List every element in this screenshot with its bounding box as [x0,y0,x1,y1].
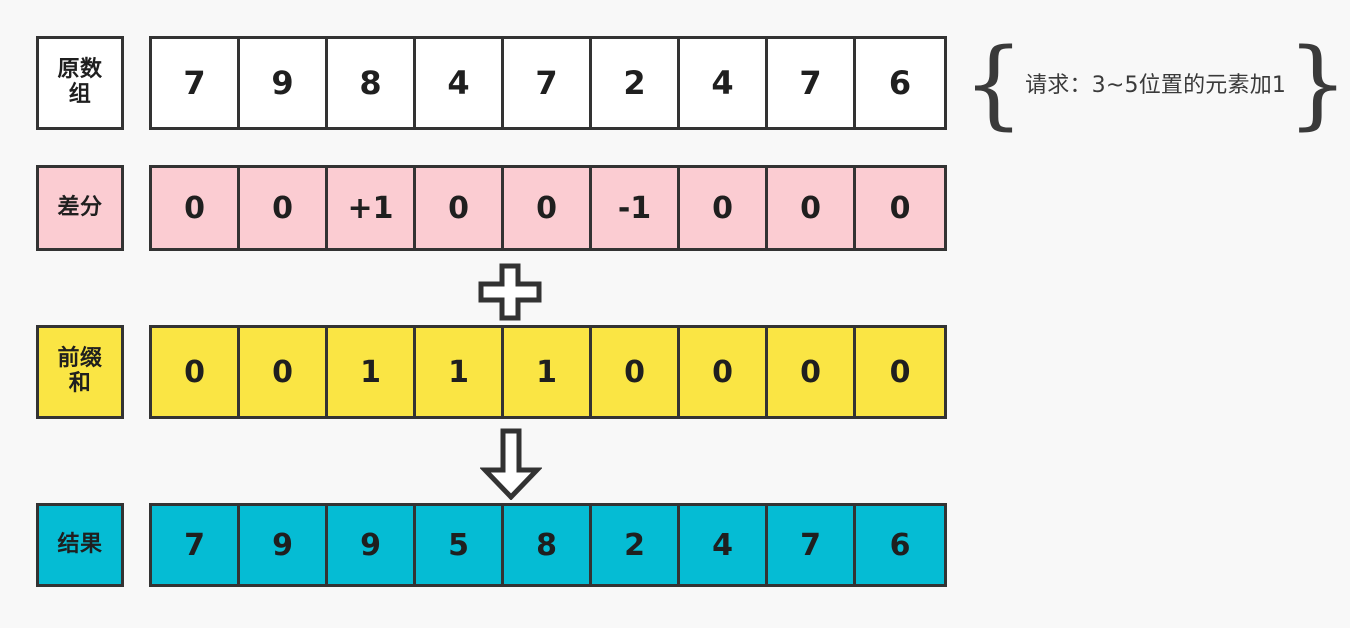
cell: 0 [680,328,768,416]
cell: 0 [768,168,856,248]
row-label-line1: 原数 [57,57,103,83]
cell: 1 [328,328,416,416]
row-label-line1: 差分 [57,194,103,220]
row-original-array: 原数 组 7 9 8 4 7 2 4 7 6 [36,36,947,130]
request-annotation: { 请求：3~5位置的元素加1 } [963,28,1349,140]
cell: 9 [328,506,416,584]
cell: 0 [504,168,592,248]
cell: 6 [856,506,944,584]
cell: 4 [416,39,504,127]
cell: 7 [152,39,240,127]
down-arrow-icon [479,428,543,504]
cell: 0 [856,168,944,248]
cell: 5 [416,506,504,584]
cell: 0 [152,328,240,416]
cell: 6 [856,39,944,127]
cell: 1 [504,328,592,416]
cell: 8 [328,39,416,127]
cell: 0 [592,328,680,416]
cell: 7 [504,39,592,127]
row-label-prefix-sum: 前缀 和 [36,325,124,419]
cell: 0 [680,168,768,248]
cell: 2 [592,39,680,127]
cell: 8 [504,506,592,584]
row-label-line1: 结果 [57,531,103,557]
plus-sign-icon [478,263,542,325]
row-result-array: 结果 7 9 9 5 8 2 4 7 6 [36,503,947,587]
row-label-original-array: 原数 组 [36,36,124,130]
cell: 0 [856,328,944,416]
cells-original-array: 7 9 8 4 7 2 4 7 6 [149,36,947,130]
row-label-difference: 差分 [36,165,124,251]
cell: 2 [592,506,680,584]
cell: +1 [328,168,416,248]
row-label-result: 结果 [36,503,124,587]
cell: 9 [240,506,328,584]
cells-difference-array: 0 0 +1 0 0 -1 0 0 0 [149,165,947,251]
cell: 4 [680,506,768,584]
cells-result-array: 7 9 9 5 8 2 4 7 6 [149,503,947,587]
row-label-line1: 前缀 [57,346,103,372]
cell: 7 [768,506,856,584]
cell: 7 [152,506,240,584]
cell: 4 [680,39,768,127]
row-label-line2: 组 [68,82,92,107]
cell: 0 [240,168,328,248]
cell: -1 [592,168,680,248]
row-label-line2: 和 [68,371,92,396]
cell: 0 [152,168,240,248]
cell: 1 [416,328,504,416]
cell: 7 [768,39,856,127]
cells-prefix-sum-array: 0 0 1 1 1 0 0 0 0 [149,325,947,419]
cell: 0 [768,328,856,416]
cell: 0 [240,328,328,416]
row-difference-array: 差分 0 0 +1 0 0 -1 0 0 0 [36,165,947,251]
cell: 0 [416,168,504,248]
request-note-text: 请求：3~5位置的元素加1 [1025,73,1287,98]
row-prefix-sum-array: 前缀 和 0 0 1 1 1 0 0 0 0 [36,325,947,419]
cell: 9 [240,39,328,127]
